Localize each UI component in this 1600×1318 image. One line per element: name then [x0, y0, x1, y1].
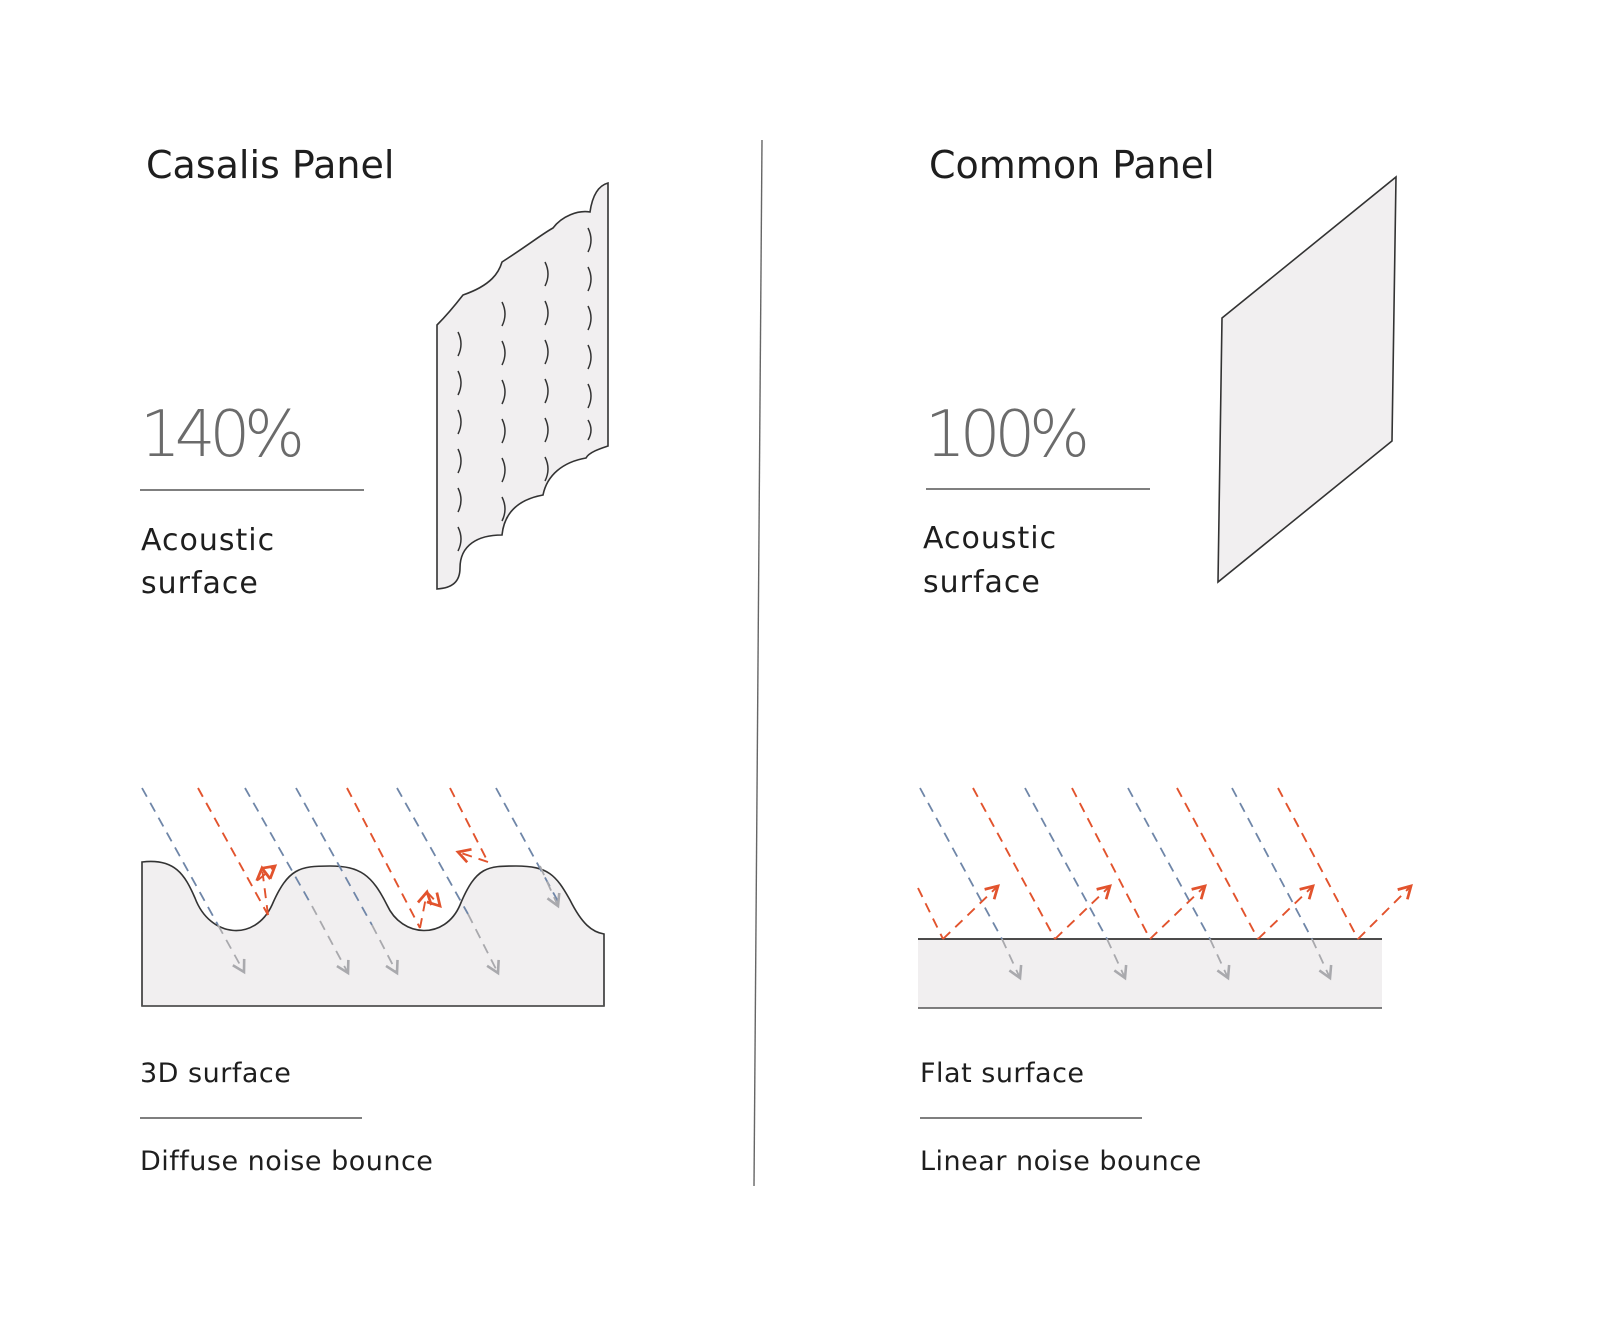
common-surface-label-line2: surface — [923, 565, 1041, 600]
casalis-panel-title: Casalis Panel — [146, 143, 394, 187]
common-surface-type: Flat surface — [920, 1058, 1085, 1089]
common-percent: 100% — [925, 398, 1086, 472]
wave-surface-cross-section — [141, 860, 605, 1007]
flat-panel-illustration — [1217, 175, 1397, 584]
common-absorbed-rays — [1001, 938, 1333, 981]
casalis-panel-section: Casalis Panel 140% Acoustic surface — [140, 143, 609, 1177]
casalis-surface-type: 3D surface — [140, 1058, 291, 1089]
casalis-surface-label-line2: surface — [141, 566, 259, 601]
common-reflected-rays — [917, 787, 1413, 940]
common-incident-rays — [919, 787, 1313, 940]
common-surface-label-line1: Acoustic — [923, 521, 1057, 556]
casalis-surface-label-line1: Acoustic — [141, 523, 275, 558]
common-panel-title: Common Panel — [929, 143, 1215, 187]
common-bounce: Linear noise bounce — [920, 1146, 1202, 1177]
center-divider — [753, 139, 763, 1187]
common-panel-section: Common Panel 100% Acoustic surface — [917, 143, 1413, 1177]
casalis-percent: 140% — [140, 398, 301, 472]
casalis-absorbed-rays — [217, 865, 561, 976]
casalis-panel-texture — [457, 227, 592, 552]
flat-surface-cross-section — [918, 938, 1382, 1009]
casalis-panel-illustration — [436, 181, 609, 590]
casalis-reflected-rays — [197, 787, 489, 929]
casalis-bounce: Diffuse noise bounce — [140, 1146, 433, 1177]
